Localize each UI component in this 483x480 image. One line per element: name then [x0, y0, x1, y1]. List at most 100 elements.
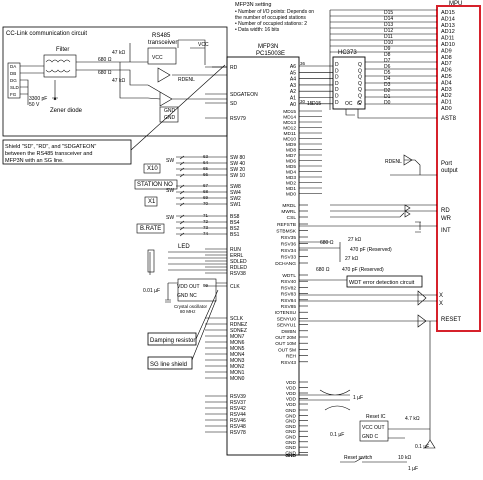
pin-rsv42: RSV42 — [230, 406, 246, 412]
damping-label: Damping resistor — [150, 338, 195, 344]
r27k-a-label: 27 kΩ — [348, 237, 361, 243]
pin-gnd: GND — [285, 419, 296, 425]
pin-md7: MD7 — [286, 153, 296, 159]
pin-vdd: VDD — [286, 397, 297, 403]
r27k-b-label: 27 kΩ — [345, 256, 358, 262]
pin-rsv40: RSV40 — [281, 279, 297, 285]
pin-sw4: SW4 — [230, 190, 241, 196]
pin-mon6: MON6 — [230, 340, 245, 346]
shield-line: MFP3N with an SG line. — [5, 158, 64, 164]
pin-md15: MD15 — [283, 109, 296, 115]
pin-num: 70 — [203, 201, 209, 206]
cap-1u-b-label: 1 µF — [408, 466, 418, 472]
rs485-label: RS485 — [152, 33, 171, 39]
r680-b-label: 680 Ω — [316, 267, 330, 273]
bus-d9: D9 — [384, 46, 391, 52]
pin-dchang: DCHANG — [275, 261, 296, 267]
pin-rsv39: RSV39 — [230, 394, 246, 400]
terminal-sld: SLD — [10, 85, 20, 90]
bus-d8: D8 — [384, 52, 391, 58]
pin-rsv37: RSV37 — [230, 400, 246, 406]
hc373-d: D — [335, 81, 339, 87]
pin-num: 68 — [203, 189, 209, 194]
pin-mon0: MON0 — [230, 376, 245, 382]
pin-rsv35: RSV35 — [281, 235, 297, 241]
cap470-b-label: 470 pF (Reserved) — [342, 267, 384, 273]
d15-num: 15 — [307, 101, 313, 107]
pin-rsv84: RSV84 — [281, 298, 297, 304]
mpu-pin-ad1: AD1 — [441, 100, 452, 106]
pin-rsv46: RSV46 — [230, 418, 246, 424]
pin-num: 73 — [203, 225, 209, 230]
cap-3300-label: 3300 pF — [29, 96, 47, 102]
reset-gnd-c: GND C — [362, 434, 379, 440]
gnd-label-b: GND — [164, 115, 176, 121]
pin-num: 69 — [203, 195, 209, 200]
sw-label-a: SW — [166, 158, 174, 164]
pin-md3: MD3 — [286, 175, 296, 181]
cap-1u-label: 1 µF — [353, 395, 363, 401]
pin-rsv38: RSV38 — [230, 271, 246, 277]
pin-md6: MD6 — [286, 159, 296, 165]
pin-md4: MD4 — [286, 170, 296, 176]
hc373-d: D — [335, 94, 339, 100]
hc373-q: Q — [358, 87, 362, 93]
reset-switch-label: Reset switch — [344, 455, 373, 461]
cap-50v-label: 50 V — [29, 102, 40, 108]
pin-dwbn: DWBN — [281, 329, 296, 335]
pin-num: 74 — [203, 231, 209, 236]
pin-sw20: SW 20 — [230, 167, 245, 173]
hc373-d: D — [335, 75, 339, 81]
mpu-pin-ad2: AD2 — [441, 93, 452, 99]
sw-label-c: SW — [166, 215, 174, 221]
pin-gnd: GND — [285, 429, 296, 435]
pin-md5: MD5 — [286, 164, 296, 170]
vcc-label: VCC — [152, 55, 163, 61]
pin-mon4: MON4 — [230, 352, 245, 358]
pin-out10m: OUT 10M — [275, 341, 296, 347]
pin-mwrl: MWRL — [281, 209, 296, 215]
pin-iotensu: IOTENSU — [275, 310, 297, 316]
pin-gnd: GND — [285, 413, 296, 419]
pin-gnd: GND — [285, 435, 296, 441]
filter-label: Filter — [56, 47, 69, 53]
crystal-oscillator: VDD OUT GND NC Crystal oscillator 80 MHz… — [143, 278, 227, 314]
terminal-db: DB — [10, 71, 16, 76]
switch-contact — [179, 196, 185, 201]
terminal-fg: FG — [10, 92, 17, 97]
pin-num: 36 — [300, 61, 306, 66]
mpu-wr: WR — [441, 216, 452, 222]
hc373-q: Q — [358, 100, 362, 106]
station-no-label: STATION NO — [137, 182, 173, 188]
switch-contact — [179, 161, 185, 166]
pin-senyu1: SENYU1 — [277, 323, 297, 329]
pin-a2: A2 — [290, 89, 296, 95]
pin-gnd: GND — [285, 424, 296, 430]
setting-note: MFP3N setting • Number of I/O points: De… — [235, 2, 314, 33]
switch-contact — [179, 173, 185, 178]
switch-contact — [179, 232, 185, 237]
pin-md10: MD10 — [283, 137, 296, 143]
pin-a4: A4 — [290, 77, 296, 83]
hc373-q: Q — [358, 62, 362, 68]
pin-md2: MD2 — [286, 181, 296, 187]
pin-sdnez: SDNEZ — [230, 328, 247, 334]
mpu-reset: RESET — [441, 317, 461, 323]
pin-rsv33: RSV33 — [281, 255, 297, 261]
r47k-a-label: 47 kΩ — [112, 50, 125, 56]
pin-rsv48: RSV48 — [230, 424, 246, 430]
rdenl-port-label: RDENL — [385, 159, 402, 165]
pin-a1: A1 — [290, 96, 296, 102]
mpu-pin-ad3: AD3 — [441, 87, 452, 93]
pin-num: 71 — [203, 213, 209, 218]
pin-rsv36: RSV36 — [281, 242, 297, 248]
mpu-pin-ad15: AD15 — [441, 10, 455, 16]
cap-01u-label: 0.1 µF — [330, 432, 344, 438]
crystal-label: Crystal oscillator — [174, 304, 208, 309]
pin-vdd: VDD — [286, 386, 297, 392]
pin-mon5: MON5 — [230, 346, 245, 352]
hc373-oc: OC — [345, 101, 353, 107]
osc-gnd-nc: GND NC — [177, 293, 197, 299]
